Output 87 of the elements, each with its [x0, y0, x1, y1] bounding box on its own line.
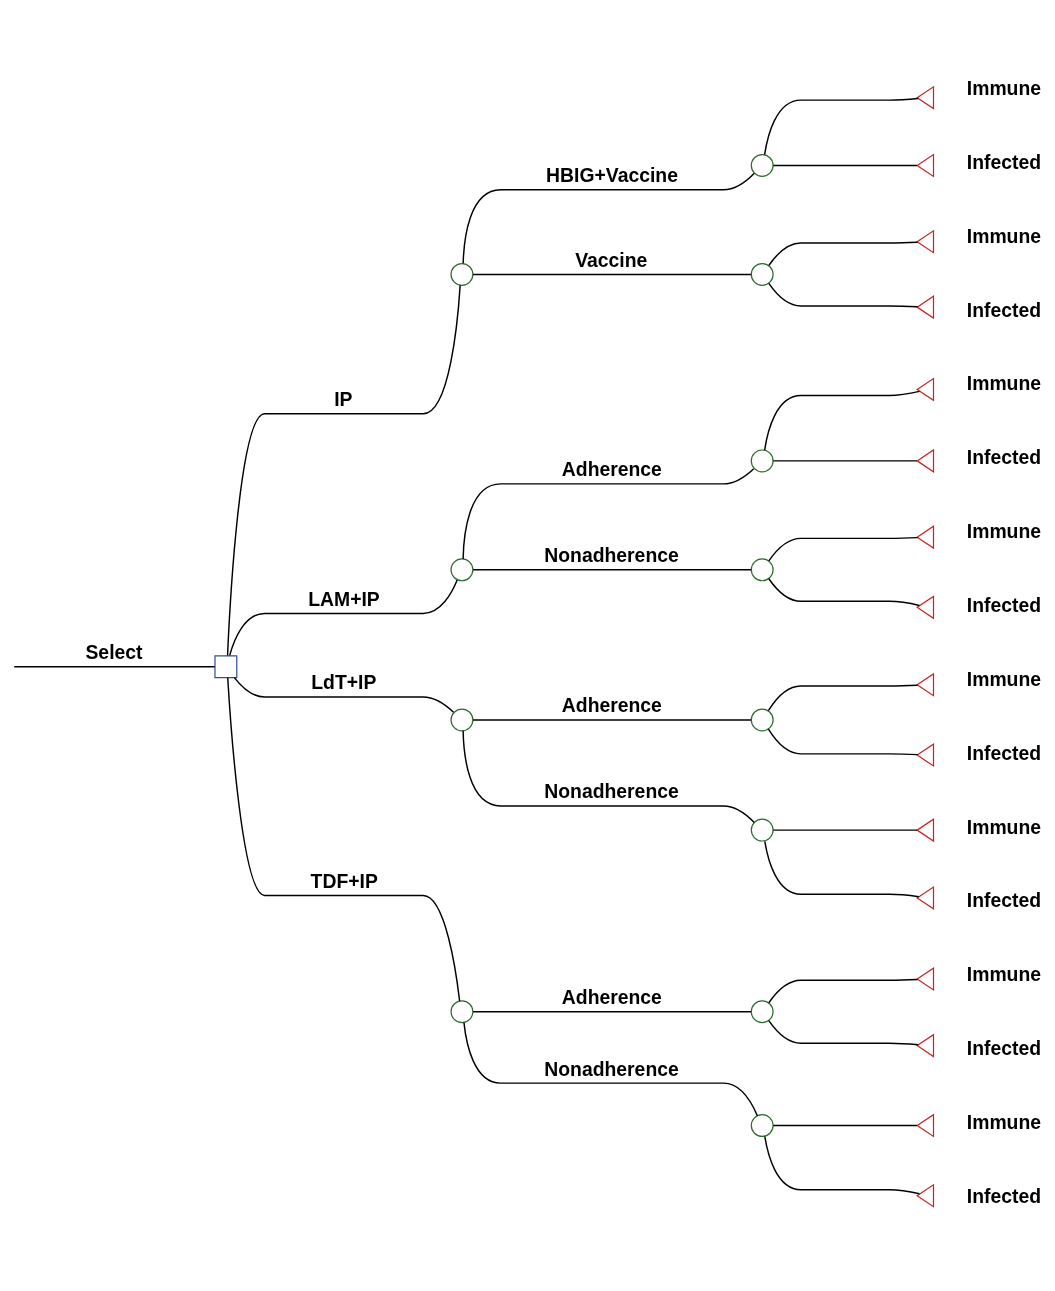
- node-triangle: [916, 153, 935, 178]
- node-label: Infected: [966, 298, 1042, 321]
- connector: [228, 579, 458, 657]
- connector: [767, 684, 919, 712]
- edge-label: TDF+IP: [310, 869, 378, 892]
- connector: [768, 241, 919, 267]
- node-triangle: [916, 743, 935, 768]
- node-triangle: [916, 885, 935, 910]
- node-label: Immune: [966, 667, 1042, 690]
- node-circle: [750, 558, 774, 582]
- node-triangle: [916, 85, 935, 110]
- connector: [462, 467, 755, 560]
- node-triangle: [916, 1183, 935, 1208]
- node-label: Infected: [966, 150, 1042, 173]
- node-circle: [750, 449, 774, 473]
- node-circle: [450, 1000, 474, 1024]
- node-triangle: [916, 595, 935, 620]
- connector: [462, 172, 756, 265]
- node-label: Immune: [966, 520, 1042, 543]
- node-circle: [750, 1000, 774, 1024]
- connector: [226, 284, 461, 657]
- connector: [768, 282, 919, 308]
- node-triangle: [916, 1113, 935, 1138]
- connector: [472, 719, 752, 721]
- node-triangle: [916, 377, 935, 402]
- connector: [463, 1021, 759, 1117]
- node-triangle: [916, 229, 935, 254]
- edge-label: Adherence: [561, 694, 662, 717]
- node-circle: [450, 708, 474, 732]
- node-triangle: [916, 818, 935, 843]
- node-label: Infected: [966, 889, 1042, 912]
- edge-label: Adherence: [561, 458, 662, 481]
- node-circle: [450, 558, 474, 582]
- node-label: Immune: [966, 963, 1042, 986]
- connector: [768, 578, 921, 607]
- connector: [462, 730, 756, 824]
- node-triangle: [916, 672, 935, 697]
- connector: [233, 676, 455, 713]
- node-label: Immune: [966, 77, 1042, 100]
- connector: [772, 460, 918, 462]
- edge-label: Adherence: [561, 986, 662, 1009]
- node-label: Immune: [966, 815, 1042, 838]
- node-circle: [750, 262, 774, 286]
- node-circle: [750, 818, 774, 842]
- edge-label: Nonadherence: [544, 1057, 679, 1080]
- node-circle: [750, 1114, 774, 1137]
- node-circle: [750, 708, 774, 732]
- node-label: Infected: [966, 741, 1042, 764]
- node-triangle: [916, 448, 935, 473]
- node-label: Infected: [966, 593, 1042, 616]
- connector: [472, 273, 752, 276]
- node-circle: [450, 262, 474, 286]
- connector: [472, 569, 752, 571]
- connector: [772, 829, 918, 831]
- node-circle: [750, 154, 774, 177]
- connector: [764, 1135, 921, 1195]
- connector: [767, 728, 919, 756]
- node-triangle: [916, 1033, 935, 1058]
- node-triangle: [916, 525, 935, 550]
- edge-label: LdT+IP: [311, 671, 377, 694]
- connector: [772, 1124, 918, 1127]
- connector: [768, 536, 919, 562]
- connector: [768, 1019, 919, 1046]
- edge-label: HBIG+Vaccine: [546, 164, 678, 187]
- node-triangle: [916, 295, 935, 320]
- edge-label: Nonadherence: [544, 780, 679, 803]
- connector: [763, 390, 921, 451]
- node-box: [214, 655, 238, 679]
- node-label: Immune: [966, 224, 1042, 247]
- connector: [768, 978, 919, 1004]
- node-label: Infected: [966, 1184, 1042, 1207]
- connector: [227, 677, 461, 1002]
- connector: [764, 840, 920, 898]
- connector: [13, 665, 216, 668]
- node-label: Immune: [966, 372, 1042, 395]
- edge-label: Vaccine: [575, 248, 648, 271]
- node-label: Infected: [966, 1037, 1042, 1060]
- node-label: Immune: [966, 1110, 1042, 1133]
- connector: [472, 1011, 752, 1013]
- edge-label: IP: [334, 388, 353, 411]
- connector: [772, 164, 918, 167]
- node-triangle: [916, 967, 935, 992]
- connector: [763, 97, 919, 156]
- edge-label: LAM+IP: [308, 587, 380, 610]
- edge-label: Select: [85, 641, 143, 664]
- edge-label: Nonadherence: [544, 544, 679, 567]
- node-label: Infected: [966, 446, 1042, 469]
